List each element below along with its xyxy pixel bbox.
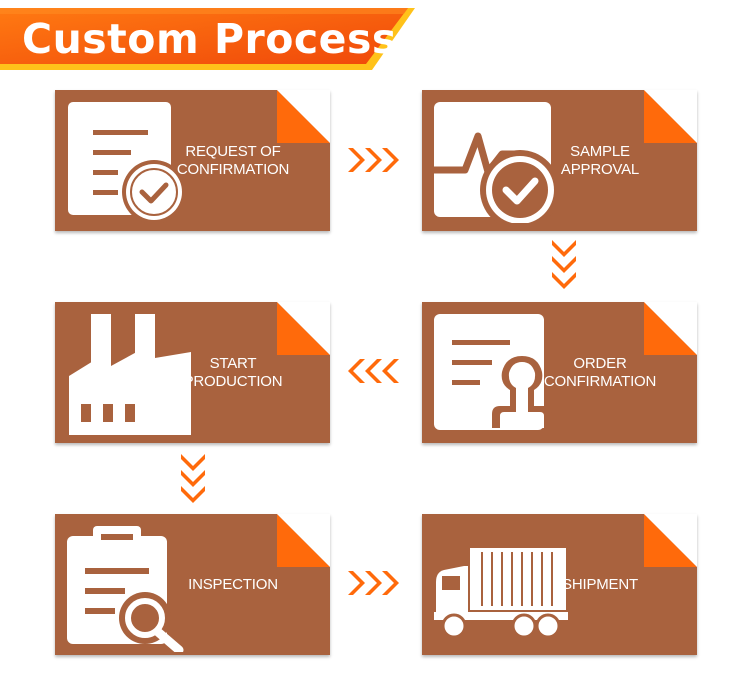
page-fold-corner xyxy=(644,302,697,355)
arrow-right-icon xyxy=(348,571,399,595)
step-label-line1: INSPECTION xyxy=(188,575,278,593)
step-label-line1: ORDER xyxy=(573,354,627,372)
clipboard-inspection-icon xyxy=(67,526,184,652)
step-label-line1: SHIPMENT xyxy=(562,575,638,593)
step-label: INSPECTION xyxy=(158,514,308,655)
truck-icon xyxy=(434,548,568,639)
banner-background xyxy=(0,8,415,70)
step-card-inspection: INSPECTION xyxy=(55,514,330,655)
step-card-sample-approval: SAMPLE APPROVAL xyxy=(422,90,697,231)
step-label-line1: REQUEST OF xyxy=(185,142,281,160)
document-check-icon xyxy=(68,102,183,223)
page-fold-corner xyxy=(644,90,697,143)
page-fold-corner xyxy=(277,514,330,567)
step-card-request-of-confirmation: REQUEST OF CONFIRMATION xyxy=(55,90,330,231)
step-label-line2: PRODUCTION xyxy=(183,372,283,390)
step-label: SHIPMENT xyxy=(525,514,675,655)
step-label-line1: START xyxy=(209,354,257,372)
page-title: Custom Process xyxy=(22,15,397,63)
step-label: ORDER CONFIRMATION xyxy=(525,302,675,443)
step-card-order-confirmation: ORDER CONFIRMATION xyxy=(422,302,697,443)
arrow-down-icon xyxy=(181,454,205,503)
step-card-shipment: SHIPMENT xyxy=(422,514,697,655)
sample-approval-icon xyxy=(434,102,555,223)
arrow-left-icon xyxy=(348,359,399,383)
page-fold-corner xyxy=(277,90,330,143)
arrow-down-icon xyxy=(552,240,576,289)
step-label: START PRODUCTION xyxy=(158,302,308,443)
step-card-start-production: START PRODUCTION xyxy=(55,302,330,443)
step-label-line2: APPROVAL xyxy=(560,160,640,178)
arrow-right-icon xyxy=(348,148,399,172)
factory-icon xyxy=(69,314,191,435)
order-stamp-icon xyxy=(434,314,552,430)
page-fold-corner xyxy=(644,514,697,567)
step-label-line1: SAMPLE xyxy=(570,142,630,160)
title-banner: Custom Process xyxy=(0,8,415,70)
step-label: SAMPLE APPROVAL xyxy=(525,90,675,231)
step-label: REQUEST OF CONFIRMATION xyxy=(158,90,308,231)
step-label-line2: CONFIRMATION xyxy=(176,160,290,178)
page-fold-corner xyxy=(277,302,330,355)
step-label-line2: CONFIRMATION xyxy=(543,372,657,390)
